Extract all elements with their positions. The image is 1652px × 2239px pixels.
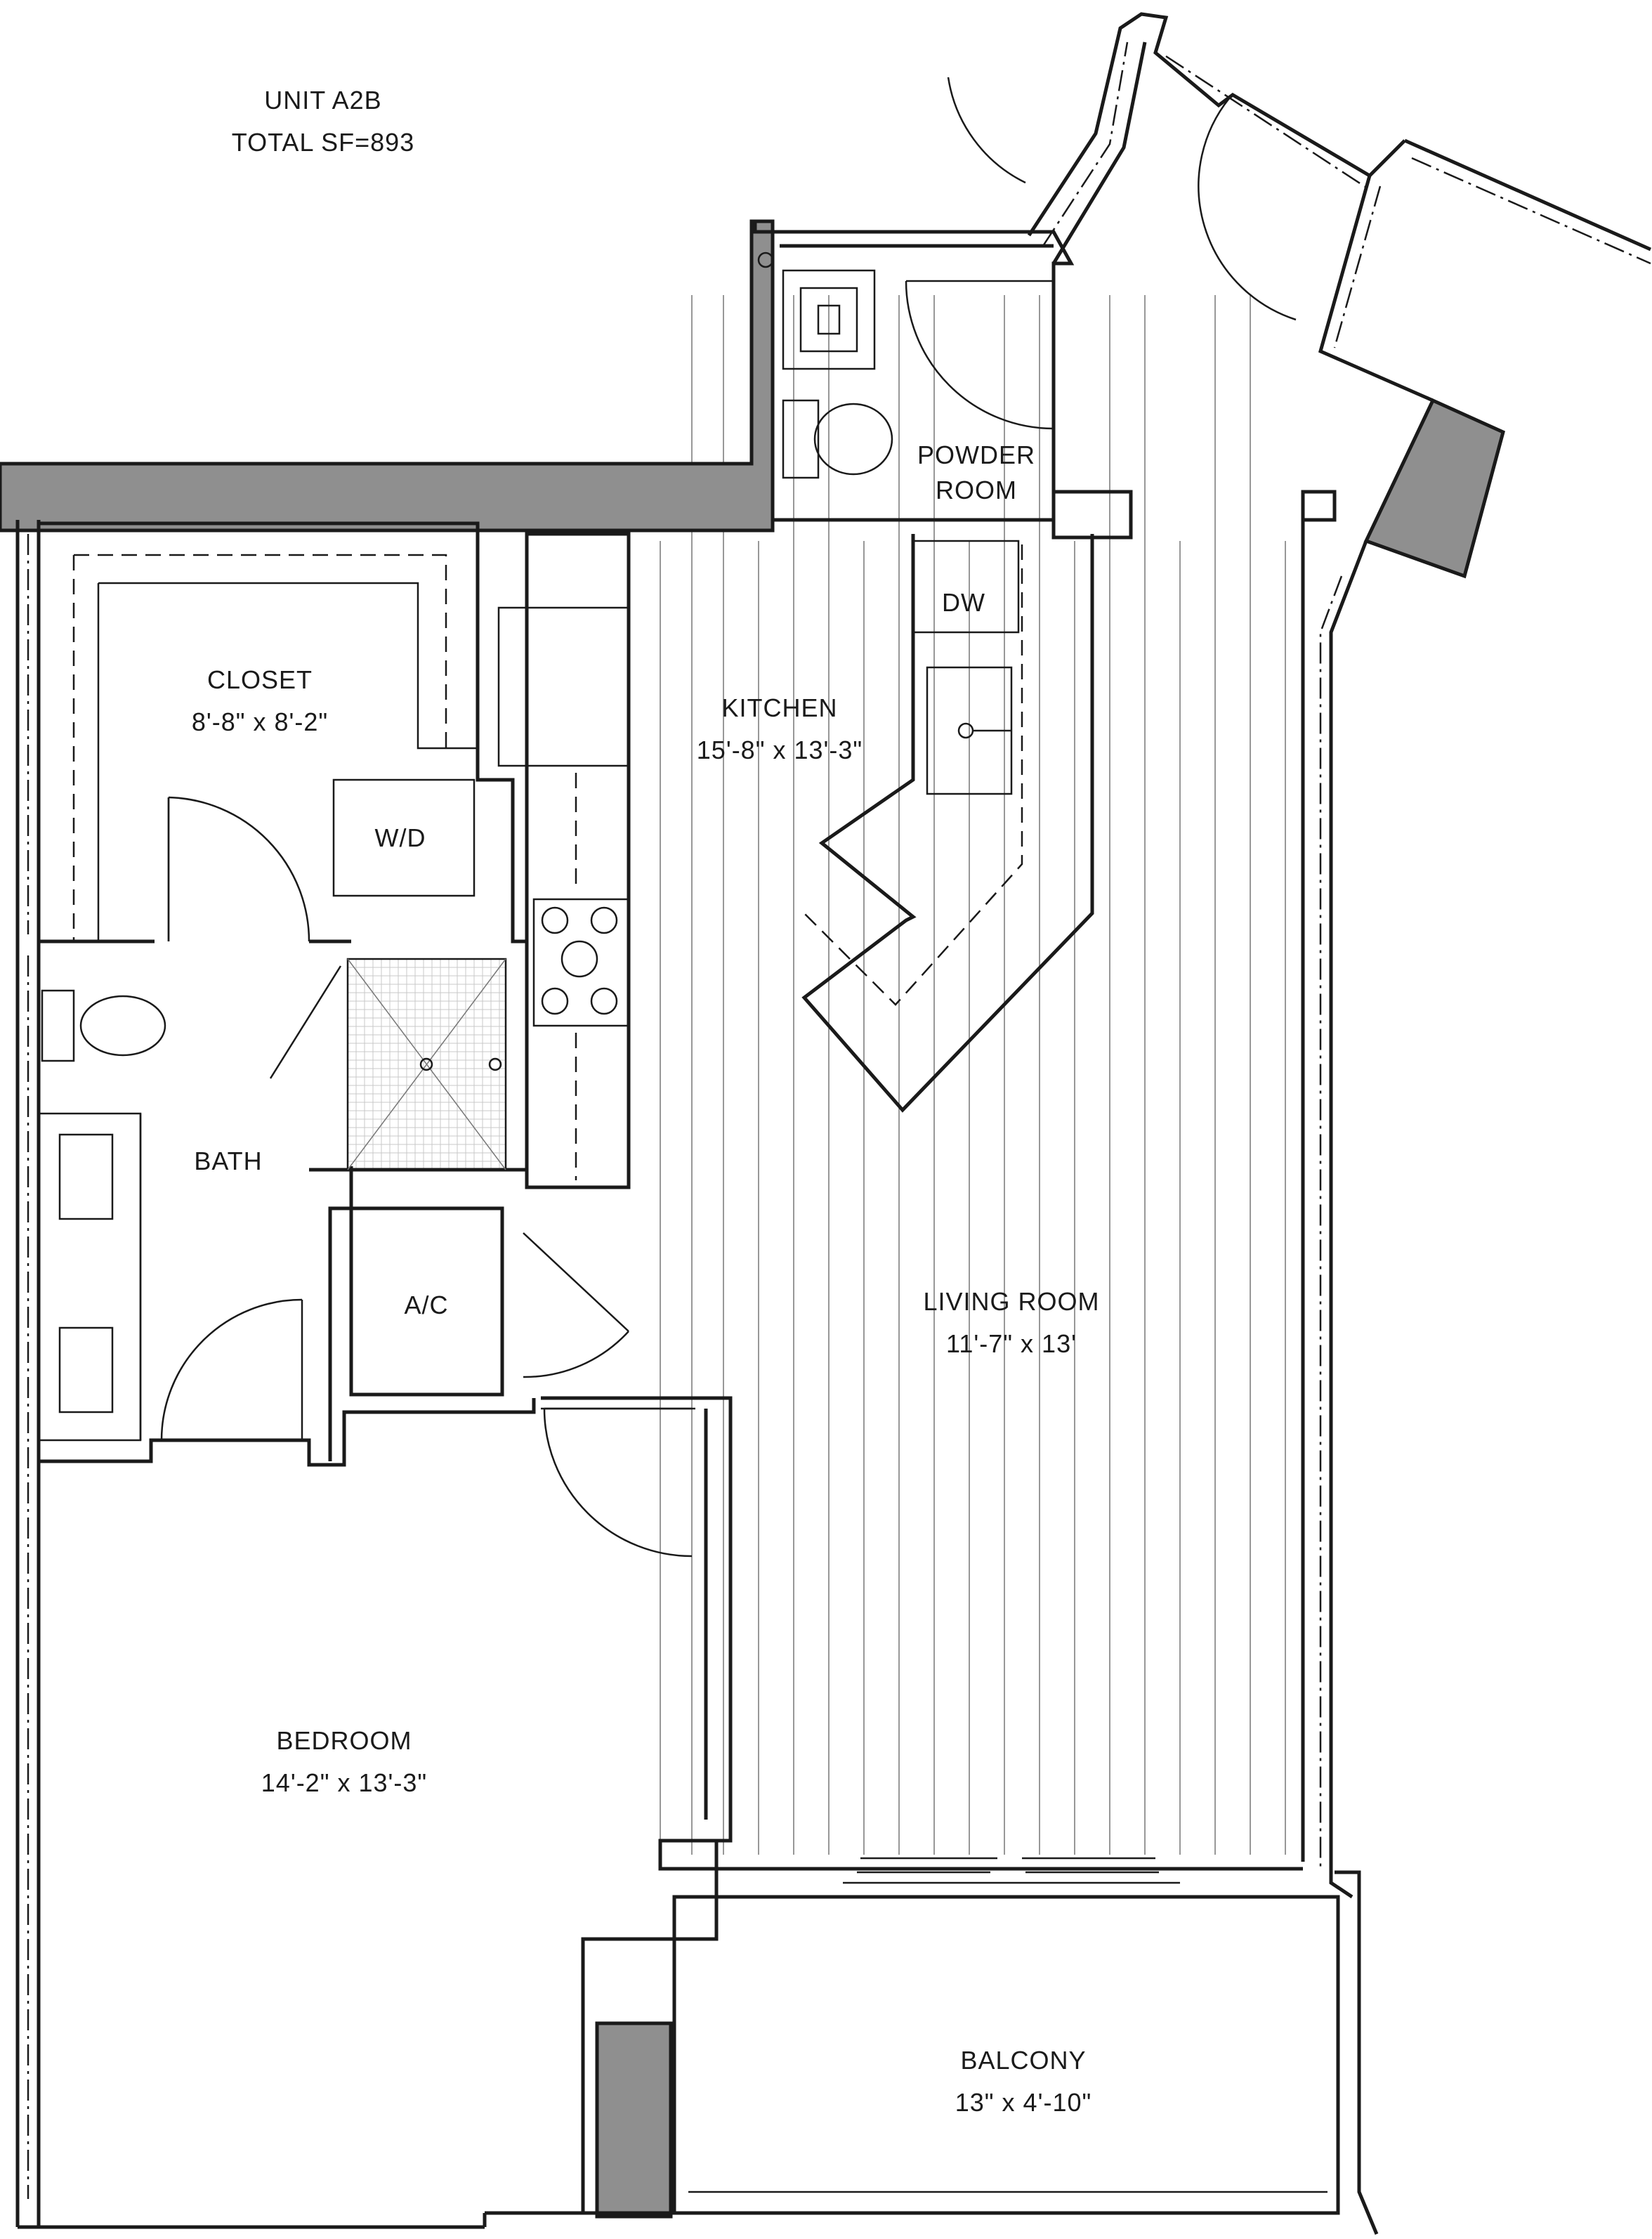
closet-name: CLOSET <box>207 665 313 694</box>
labels: UNIT A2B TOTAL SF=893 CLOSET 8'-8" x 8'-… <box>192 86 1099 2117</box>
bath-name: BATH <box>194 1147 262 1175</box>
walls <box>15 12 1652 2235</box>
closet-dims: 8'-8" x 8'-2" <box>192 707 328 736</box>
dw-label: DW <box>942 588 985 617</box>
doors <box>160 77 1297 1558</box>
ac-label: A/C <box>404 1291 448 1319</box>
living-room-name: LIVING ROOM <box>923 1287 1099 1316</box>
unit-name: UNIT A2B <box>264 86 381 115</box>
living-room-dims: 11'-7" x 13' <box>946 1329 1077 1358</box>
floor-planks <box>347 295 1286 1855</box>
powder-room-line2: ROOM <box>936 476 1017 504</box>
kitchen-dims: 15'-8" x 13'-3" <box>697 736 863 764</box>
balcony-dims: 13" x 4'-10" <box>955 2088 1092 2117</box>
bedroom-dims: 14'-2" x 13'-3" <box>261 1768 427 1797</box>
bedroom-name: BEDROOM <box>276 1726 412 1755</box>
unit-total-sf: TOTAL SF=893 <box>232 128 414 157</box>
exterior-walls <box>0 219 1505 2219</box>
powder-room-line1: POWDER <box>917 440 1035 469</box>
balcony-name: BALCONY <box>960 2046 1086 2075</box>
kitchen-name: KITCHEN <box>721 693 837 722</box>
wd-label: W/D <box>375 823 426 852</box>
